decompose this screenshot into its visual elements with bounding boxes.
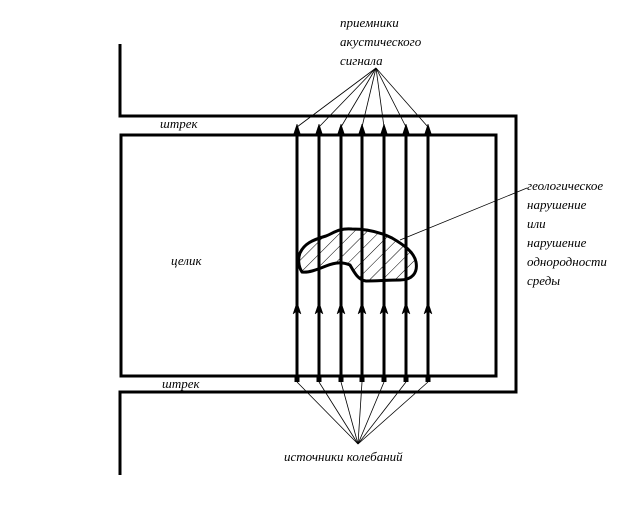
receivers-leader-line [340, 67, 377, 128]
receivers-label-line-3: сигнала [340, 53, 383, 68]
receivers-leader-line [296, 67, 377, 128]
receivers-leader-line [375, 67, 407, 128]
mid-arrow [357, 301, 367, 315]
source-marker [316, 377, 322, 382]
anomaly-label-line-3: или [527, 216, 546, 231]
anomaly-label-line-4: нарушение [527, 235, 587, 250]
pillar-outline [119, 133, 498, 378]
receiver-arrow [401, 123, 411, 137]
mid-arrow [423, 301, 433, 315]
sources-leader-line [318, 381, 359, 445]
pillar-label: целик [171, 253, 202, 268]
receiver-arrow [379, 123, 389, 137]
source-marker [294, 377, 300, 382]
mid-arrow [292, 301, 302, 315]
receivers-leader-line [318, 67, 377, 128]
leader-lines [296, 67, 528, 445]
sources-leader-line [357, 381, 385, 445]
anomaly-label-line-2: нарушение [527, 197, 587, 212]
ray-paths [292, 123, 433, 382]
mid-arrow [314, 301, 324, 315]
source-marker [403, 377, 409, 382]
receiver-arrow [423, 123, 433, 137]
sources-leader-line [296, 381, 359, 445]
drift-bottom-label: штрек [162, 376, 200, 391]
drift-top-wall [118, 44, 518, 475]
sources-leader-line [357, 381, 407, 445]
source-marker [359, 377, 365, 382]
mine-workings-outline [118, 44, 518, 475]
receivers-label-line-2: акустического [340, 34, 422, 49]
receiver-arrow [336, 123, 346, 137]
mid-arrow [401, 301, 411, 315]
anomaly-label-line-1: геологическое [527, 178, 604, 193]
sources-leader-line [340, 381, 359, 445]
anomaly-label: геологическое нарушение или нарушение од… [527, 176, 607, 290]
sources-leader-line [357, 381, 429, 445]
receivers-leader-line [375, 67, 429, 128]
anomaly-label-line-6: среды [527, 273, 561, 288]
anomaly-leader-line [399, 187, 528, 241]
receivers-leader-line [375, 67, 385, 128]
source-marker [338, 377, 344, 382]
receivers-leader-line [361, 67, 377, 128]
source-marker [425, 377, 431, 382]
mid-arrow [379, 301, 389, 315]
source-marker [381, 377, 387, 382]
sources-label: источники колебаний [284, 449, 403, 464]
drift-top-label: штрек [160, 116, 198, 131]
receiver-arrow [292, 123, 302, 137]
receivers-label: приемники акустического сигнала [340, 13, 421, 70]
anomaly-label-line-5: однородности [527, 254, 607, 269]
receiver-arrow [314, 123, 324, 137]
mid-arrow [336, 301, 346, 315]
receivers-label-line-1: приемники [340, 15, 399, 30]
receiver-arrow [357, 123, 367, 137]
sources-leader-line [357, 381, 363, 445]
geological-anomaly [297, 227, 418, 283]
